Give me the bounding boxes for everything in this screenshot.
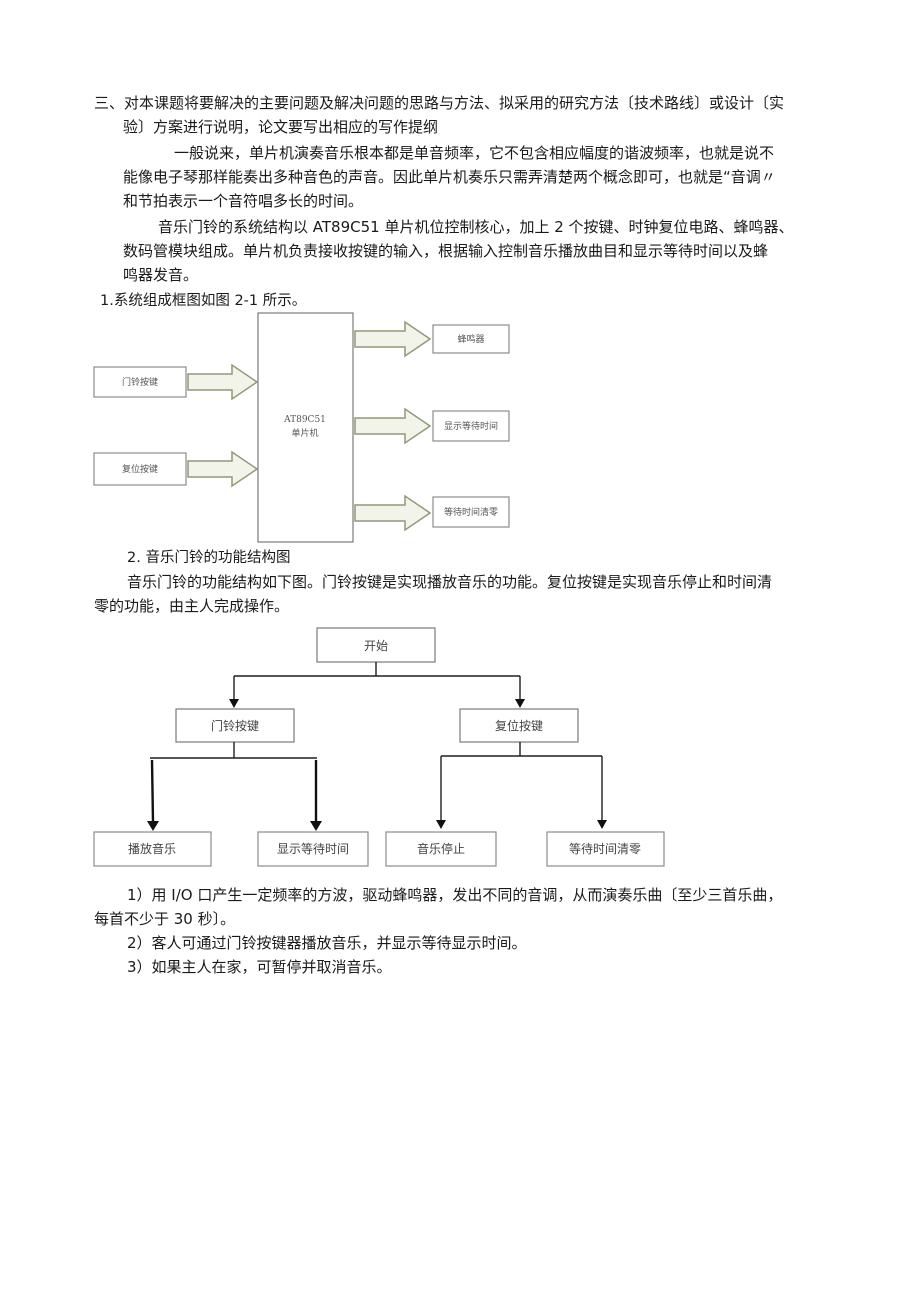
arrow-down-icon bbox=[597, 820, 607, 829]
node-clear-wait-time-label: 等待时间清零 bbox=[569, 842, 641, 856]
node-stop-music bbox=[385, 831, 497, 867]
node-show-wait-time bbox=[257, 831, 369, 867]
arrow-right-icon bbox=[354, 494, 432, 532]
list-item-1-line1: 1）用 I/O 口产生一定频率的方波，驱动蜂鸣器，发出不同的音调，从而演奏乐曲〔… bbox=[127, 886, 783, 904]
input-label-doorbell: 门铃按键 bbox=[122, 376, 158, 388]
paragraph1-line2: 能像电子琴那样能奏出多种音色的声音。因此单片机奏乐只需弄清楚两个概念即可，也就是… bbox=[123, 168, 776, 186]
node-show-wait-time-label: 显示等待时间 bbox=[277, 842, 349, 856]
figure2-desc-line1: 音乐门铃的功能结构如下图。门铃按键是实现播放音乐的功能。复位按键是实现音乐停止和… bbox=[127, 573, 773, 591]
arrow-down-icon bbox=[436, 820, 446, 829]
node-play-music bbox=[93, 831, 212, 867]
output-label-buzzer: 蜂鸣器 bbox=[457, 333, 484, 345]
input-box-reset bbox=[93, 452, 187, 486]
arrow-right-icon bbox=[187, 363, 259, 401]
output-label-display: 显示等待时间 bbox=[444, 420, 498, 432]
output-box-buzzer bbox=[432, 324, 510, 354]
node-start-label: 开始 bbox=[364, 639, 388, 653]
figure1-caption: 1.系统组成框图如图 2-1 所示。 bbox=[100, 293, 307, 309]
section-heading-line2: 验〕方案进行说明，论文要写出相应的写作提纲 bbox=[123, 118, 439, 136]
arrow-down-icon bbox=[147, 821, 159, 831]
output-box-clear bbox=[432, 496, 510, 528]
node-stop-music-label: 音乐停止 bbox=[417, 841, 465, 856]
arrow-right-icon bbox=[187, 450, 259, 488]
arrow-right-icon bbox=[354, 407, 432, 445]
output-box-display bbox=[432, 410, 510, 442]
mcu-box bbox=[257, 312, 354, 543]
paragraph1-line1: 一般说来，单片机演奏音乐根本都是单音频率，它不包含相应幅度的谐波频率，也就是说不 bbox=[174, 144, 775, 162]
list-item-2: 2）客人可通过门铃按键器播放音乐，并显示等待显示时间。 bbox=[127, 934, 527, 952]
mcu-label-line1: AT89C51 bbox=[283, 415, 326, 425]
input-box-doorbell bbox=[93, 366, 187, 398]
node-reset-button bbox=[459, 708, 579, 743]
paragraph2-line2: 数码管模块组成。单片机负责接收按键的输入，根据输入控制音乐播放曲目和显示等待时间… bbox=[123, 242, 769, 260]
input-label-reset: 复位按键 bbox=[122, 463, 158, 475]
paragraph1-line3: 和节拍表示一个音符唱多长的时间。 bbox=[123, 192, 364, 210]
arrow-down-icon bbox=[310, 821, 322, 831]
node-clear-wait-time bbox=[546, 831, 665, 867]
paragraph2-line1: 音乐门铃的系统结构以 AT89C51 单片机位控制核心，加上 2 个按键、时钟复… bbox=[158, 218, 794, 236]
figure2-desc-line2: 零的功能，由主人完成操作。 bbox=[94, 597, 290, 615]
arrow-down-icon bbox=[515, 699, 525, 708]
node-doorbell-button bbox=[175, 708, 295, 743]
figure2-caption: 2. 音乐门铃的功能结构图 bbox=[127, 550, 291, 566]
list-item-3: 3）如果主人在家，可暂停并取消音乐。 bbox=[127, 958, 392, 976]
arrow-right-icon bbox=[354, 320, 432, 358]
paragraph2-line3: 鸣器发音。 bbox=[123, 266, 199, 284]
node-play-music-label: 播放音乐 bbox=[128, 841, 176, 856]
node-start bbox=[316, 627, 436, 663]
section-heading-line1: 三、对本课题将要解决的主要问题及解决问题的思路与方法、拟采用的研究方法〔技术路线… bbox=[94, 94, 785, 112]
arrow-down-icon bbox=[229, 699, 239, 708]
mcu-label-line2: 单片机 bbox=[291, 427, 318, 439]
list-item-1-line2: 每首不少于 30 秒〕。 bbox=[94, 910, 236, 928]
node-reset-button-label: 复位按键 bbox=[495, 718, 543, 733]
node-doorbell-button-label: 门铃按键 bbox=[211, 718, 259, 733]
output-label-clear: 等待时间清零 bbox=[444, 506, 498, 518]
